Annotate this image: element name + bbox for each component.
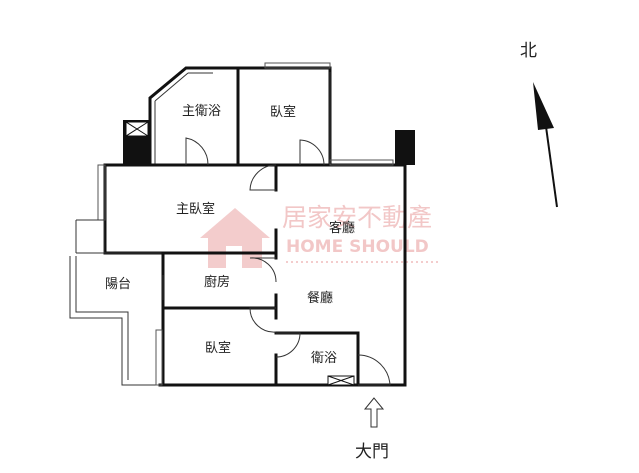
compass-label: 北 bbox=[520, 41, 537, 61]
label-balcony: 陽台 bbox=[105, 277, 131, 292]
room-labels: 主衛浴 臥室 主臥室 客廳 陽台 廚房 餐廳 臥室 衛浴 bbox=[105, 104, 355, 366]
label-master-bath: 主衛浴 bbox=[182, 104, 221, 119]
north-arrow-icon bbox=[533, 82, 554, 130]
label-bedroom-top: 臥室 bbox=[270, 104, 296, 120]
entrance: 大門 bbox=[355, 397, 389, 462]
fixtures bbox=[123, 120, 415, 386]
compass: 北 bbox=[520, 41, 558, 208]
label-master-bedroom: 主臥室 bbox=[176, 201, 215, 217]
entrance-arrow-icon bbox=[363, 397, 385, 428]
label-bathroom: 衛浴 bbox=[311, 351, 337, 366]
label-kitchen: 廚房 bbox=[204, 274, 230, 290]
entrance-label: 大門 bbox=[355, 442, 389, 462]
label-dining-room: 餐廳 bbox=[307, 290, 333, 306]
doors bbox=[162, 137, 391, 386]
watermark-text-en: HOME SHOULD bbox=[286, 237, 429, 257]
label-living-room: 客廳 bbox=[329, 220, 355, 236]
label-bedroom-bottom: 臥室 bbox=[205, 340, 231, 356]
watermark: 居家安不動產 HOME SHOULD bbox=[200, 203, 440, 268]
watermark-text-cn: 居家安不動產 bbox=[282, 203, 432, 232]
